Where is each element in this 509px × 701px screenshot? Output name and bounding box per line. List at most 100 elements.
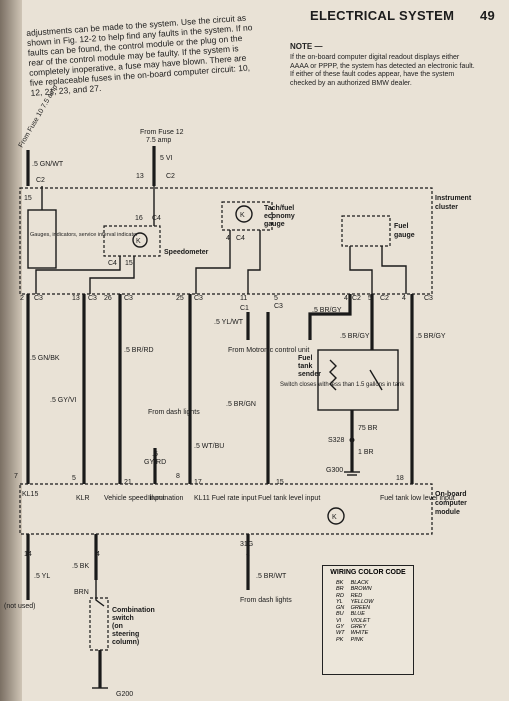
legend-row: GN GREEN	[333, 605, 377, 611]
wire-label-brgn: .5 BR/GN	[226, 401, 256, 408]
legend-title: WIRING COLOR CODE	[330, 569, 406, 576]
legend-code: BK	[336, 580, 344, 586]
gauges-label: Gauges, indicators, service interval ind…	[30, 232, 138, 238]
wire-label-brgy1: .5 BR/GY	[312, 307, 342, 314]
conn-c4a: C4	[152, 215, 161, 222]
wire-label-brrd: .5 BR/RD	[124, 347, 154, 354]
pin-17: 17	[194, 479, 202, 486]
speedometer-box	[103, 225, 161, 257]
brn-label: BRN	[74, 589, 89, 596]
wire-label-gyvi: .5 GY/VI	[50, 397, 77, 404]
combo-label2: switch	[112, 615, 134, 622]
dash-lights-label-2: From dash lights	[240, 597, 292, 604]
splice-dot	[349, 437, 355, 443]
switch-description: Switch closes with less than 1.5 gallons…	[280, 382, 405, 388]
combo-label1: Combination	[112, 607, 155, 614]
legend-code: YL	[336, 598, 343, 605]
pin-13b: 13	[72, 295, 80, 302]
pin-11: 11	[240, 295, 247, 302]
low-level-label: Fuel tank low level input	[380, 495, 455, 502]
legend-code: RD	[336, 592, 344, 599]
fuel-gauge-box	[341, 215, 391, 247]
legend-code: GN	[336, 605, 345, 612]
conn-c2-left: C2	[36, 177, 45, 184]
legend-color: RED	[350, 592, 363, 599]
internal-wire-6	[381, 246, 407, 294]
kl15-label: KL15	[22, 491, 38, 498]
tach-k-symbol	[235, 205, 253, 223]
wire-label-brgy3: .5 BR/GY	[416, 333, 446, 340]
sender-switch	[369, 369, 383, 391]
pin-4: 4	[226, 235, 230, 242]
legend-code: BU	[336, 611, 344, 618]
wire-brgy-1	[308, 294, 352, 340]
conn-c3d: C3	[194, 295, 203, 302]
legend-row: RD RED	[333, 593, 377, 599]
pin-7: 7	[14, 473, 18, 480]
legend-color: BLUE	[350, 611, 365, 618]
wire-label-gyrd-num: .5	[152, 451, 158, 458]
conn-c4c: C4	[108, 260, 117, 267]
wire-label-brwt: .5 BR/WT	[256, 573, 287, 580]
ground-g300: G300	[326, 467, 343, 474]
conn-c2: C2	[166, 173, 175, 180]
conn-c3a: C3	[34, 295, 43, 302]
speedometer-label: Speedometer	[164, 249, 209, 256]
wire-label-gnbk: .5 GN/BK	[30, 355, 60, 362]
computer-module-box	[19, 483, 433, 535]
conn-c1: C1	[240, 305, 249, 312]
pin-8: 8	[176, 473, 180, 480]
legend-color: GREEN	[350, 605, 371, 612]
fuse10-label: From Fuse 10 7.5 amp	[18, 84, 60, 149]
pin-2: 2	[20, 295, 24, 302]
k-glyph-3: K	[332, 514, 337, 521]
legend-code: PK	[336, 636, 344, 643]
conn-c3f: C3	[424, 295, 433, 302]
page-header: ELECTRICAL SYSTEM 49	[310, 8, 495, 23]
wire-label-bk: .5 BK	[72, 563, 89, 570]
pin-26: 26	[104, 295, 112, 302]
kl11-label: KL11 Fuel rate input	[194, 495, 257, 502]
legend-code: WT	[336, 630, 345, 637]
wire-label-wtbu: .5 WT/BU	[194, 443, 224, 450]
sender-resistor	[329, 359, 337, 391]
instrument-cluster-label1: Instrument	[435, 195, 472, 202]
tach-label1: Tach/fuel	[264, 205, 294, 212]
wire-label-ylwt: .5 YL/WT	[214, 319, 244, 326]
conn-c2c: C2	[352, 295, 361, 302]
legend-color: VIOLET	[350, 617, 371, 624]
pin-5: 5	[274, 295, 278, 302]
fuse12-label-line1: From Fuse 12	[140, 129, 184, 136]
fuel-tank-level-label: Fuel tank level input	[258, 495, 320, 502]
legend-color: BROWN	[350, 586, 372, 593]
obc-label3: module	[435, 509, 460, 516]
vehicle-speed-label: Vehicle speed input	[104, 495, 165, 502]
wire-label-brgy2: .5 BR/GY	[340, 333, 370, 340]
pin-15c: 15	[276, 479, 284, 486]
section-title: ELECTRICAL SYSTEM	[310, 8, 455, 23]
internal-wire-4	[247, 230, 261, 294]
obc-label2: computer	[435, 500, 467, 507]
switch-blade	[95, 580, 105, 607]
legend-color: YELLOW	[350, 598, 374, 605]
fuel-sender-box	[317, 349, 399, 411]
conn-c3e: C3	[274, 303, 283, 310]
combo-label4: steering	[112, 631, 139, 638]
legend-color: GREY	[350, 624, 367, 631]
ground-g200: G200	[116, 691, 133, 698]
conn-c2d: C2	[380, 295, 389, 302]
conn-c3b: C3	[88, 295, 97, 302]
wire-label-gyrd: GY/RD	[144, 459, 166, 466]
sender-label3: sender	[298, 371, 321, 378]
instrument-cluster-box	[19, 187, 433, 295]
fuel-gauge-label2: gauge	[394, 232, 415, 239]
internal-wire-1	[35, 256, 121, 294]
pin-4a: 4	[344, 295, 348, 302]
instrument-cluster-label2: cluster	[435, 204, 458, 211]
